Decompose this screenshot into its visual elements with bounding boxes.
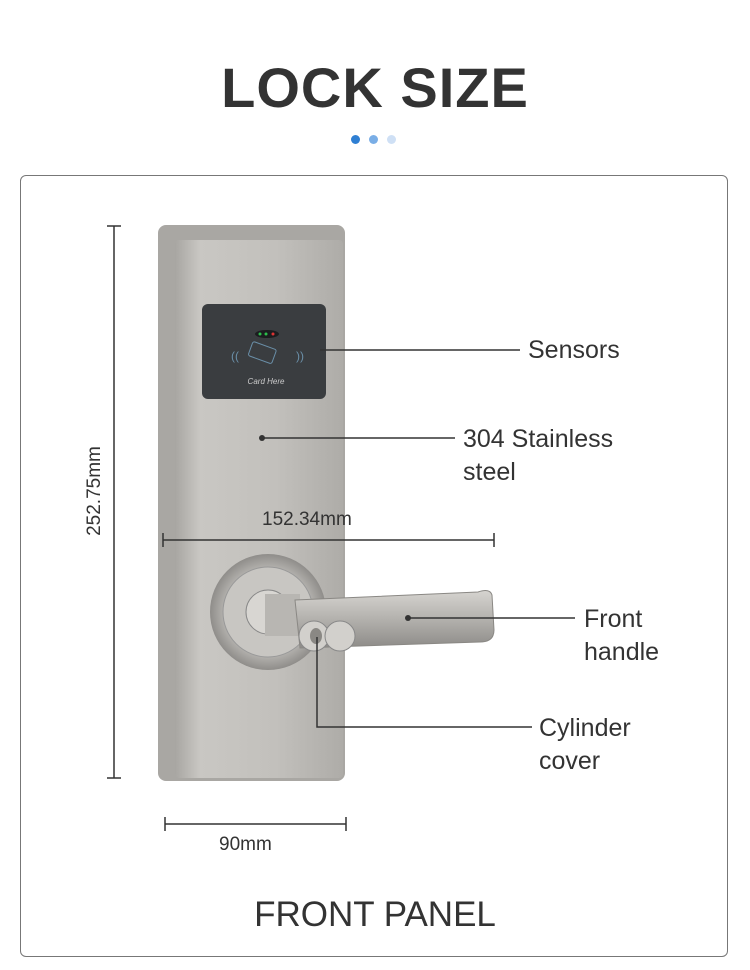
cylinder-cover (298, 620, 356, 652)
page-title: LOCK SIZE (221, 56, 529, 119)
carousel-dot (387, 135, 396, 144)
footer-caption: FRONT PANEL (254, 895, 496, 934)
callout-lines (107, 225, 575, 831)
label-front-handle: Front handle (584, 605, 660, 666)
svg-text:)): )) (296, 349, 304, 363)
diagram-frame (20, 175, 728, 957)
label-stainless-steel: 304 Stainless steel (463, 425, 614, 486)
dimension-depth: 152.34mm (262, 509, 352, 530)
dimension-width: 90mm (219, 834, 272, 855)
label-sensors: Sensors (528, 336, 620, 364)
sensor-text: Card Here (248, 377, 285, 386)
label-cylinder-cover: Cylinder cover (539, 714, 631, 775)
card-sensor: (()) Card Here (202, 304, 326, 399)
carousel-dot-active (351, 135, 360, 144)
handle (210, 554, 495, 670)
svg-text:((: (( (231, 349, 239, 363)
carousel-dot (369, 135, 378, 144)
dimension-height: 252.75mm (84, 446, 105, 536)
